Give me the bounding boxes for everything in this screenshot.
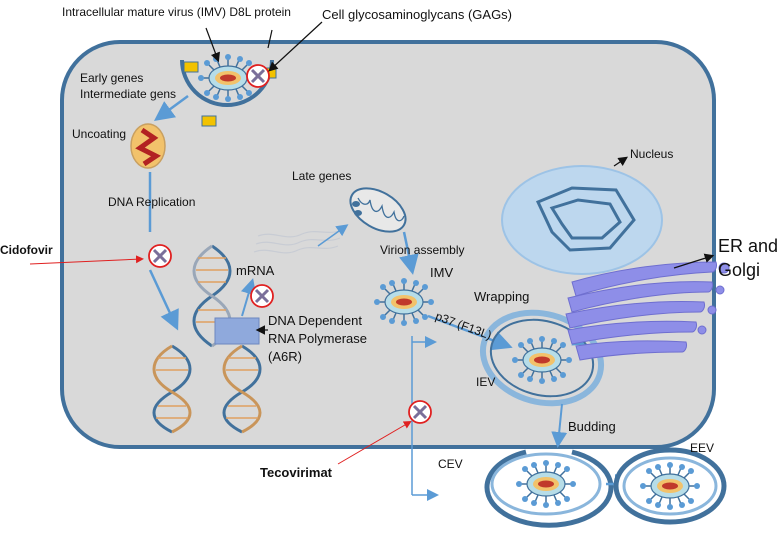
mrna-inhibitor-icon <box>249 283 275 309</box>
gags-label-pointer <box>268 21 323 72</box>
tecovirimat-arrow <box>337 420 412 465</box>
polymerase-label-line3: (A6R) <box>268 349 302 364</box>
cidofovir-arrow <box>29 255 144 265</box>
er-golgi-label-line2: Golgi <box>718 260 761 280</box>
gags-label: Cell glycosaminoglycans (GAGs) <box>322 7 513 22</box>
wrapping-label: Wrapping <box>474 289 530 304</box>
gags-label-pointer-2 <box>267 29 273 49</box>
iev-label: IEV <box>476 375 496 389</box>
mrna-to-late-genes-arrow <box>317 224 349 247</box>
er-golgi-pointer <box>673 253 715 269</box>
eev-virion <box>613 447 727 525</box>
intermediate-genes-label: Intermediate gens <box>80 87 177 101</box>
rna-polymerase-block <box>214 317 260 345</box>
dna-replication-label: DNA Replication <box>108 195 196 209</box>
budding-label: Budding <box>568 419 616 434</box>
virion-assembly-label: Virion assembly <box>380 243 465 257</box>
dna-helix-left <box>152 244 262 434</box>
late-genes-organelle <box>349 187 407 233</box>
tecovirimat-inhibitor-icon <box>407 399 433 425</box>
polymerase-to-mrna-arrow <box>240 278 257 317</box>
iev-virion <box>479 309 605 407</box>
cidofovir-label: Cidofovir <box>0 243 53 257</box>
cev-virion <box>484 449 614 528</box>
er-golgi-stack <box>565 261 730 361</box>
nucleus <box>501 165 663 275</box>
eev-label: EEV <box>690 441 715 455</box>
nucleus-pointer <box>613 156 628 167</box>
imv-to-iev-arrow <box>427 314 513 351</box>
uncoating-particle <box>130 123 166 169</box>
late-to-imv-arrow <box>399 231 419 275</box>
entry-inhibitor-icon <box>245 63 271 89</box>
replication-down-arrow <box>148 269 179 331</box>
polymerase-label-line2: RNA Polymerase <box>268 331 367 346</box>
imv-d8l-label: Intracellular mature virus (IMV) D8L pro… <box>62 5 291 19</box>
cidofovir-inhibitor-icon <box>147 243 173 269</box>
polymerase-label-line1: DNA Dependent <box>268 313 362 328</box>
early-genes-label: Early genes <box>80 71 144 85</box>
uncoating-label: Uncoating <box>72 127 127 141</box>
imv-virion <box>373 277 435 327</box>
late-genes-label: Late genes <box>292 169 352 183</box>
iev-to-budding-arrow <box>551 403 568 448</box>
imv-label-pointer <box>205 27 220 63</box>
mrna-strands <box>253 229 343 254</box>
imv-label: IMV <box>430 265 454 280</box>
entry-to-uncoating-arrow <box>153 94 189 121</box>
er-golgi-label-line1: ER and <box>718 236 779 256</box>
mrna-label: mRNA <box>236 263 275 278</box>
cev-label: CEV <box>438 457 463 471</box>
nucleus-label: Nucleus <box>630 147 674 161</box>
tecovirimat-label: Tecovirimat <box>260 465 333 480</box>
